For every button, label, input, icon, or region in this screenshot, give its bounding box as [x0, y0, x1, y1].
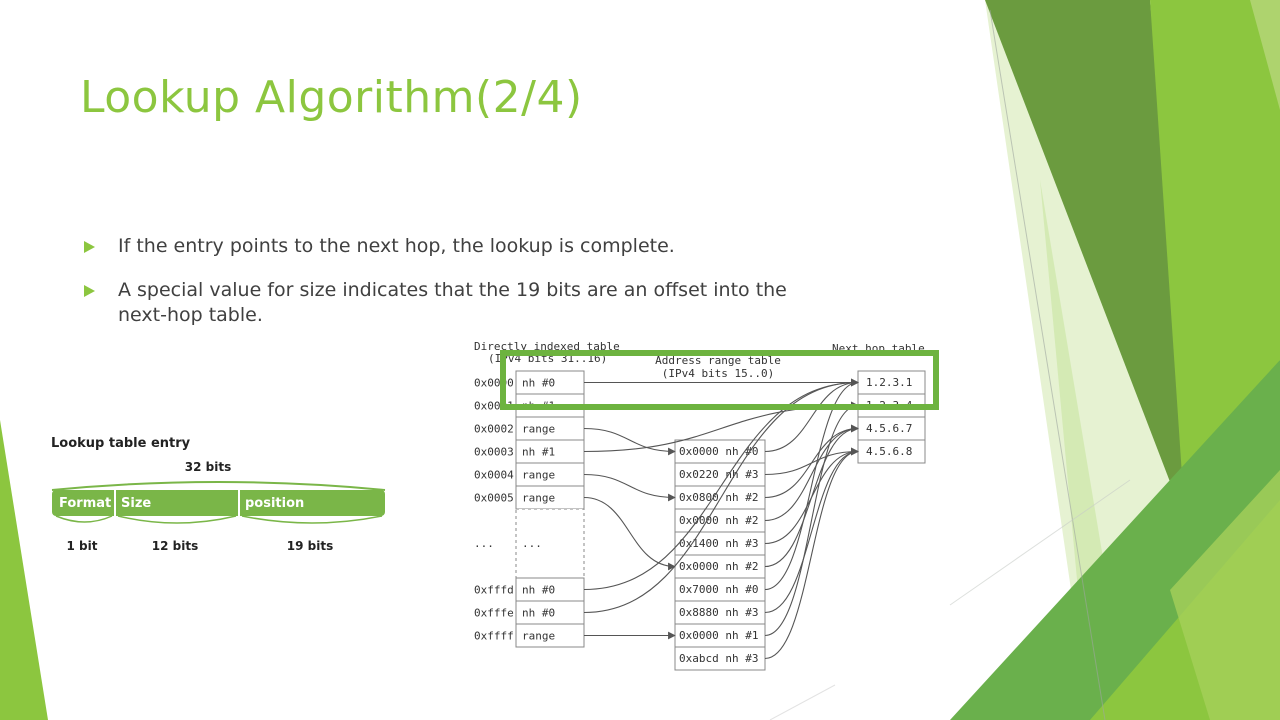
entry-figure-title: Lookup table entry — [51, 436, 191, 451]
entry-field-brace — [117, 515, 237, 524]
direct-table-index: 0x0003 — [474, 446, 514, 459]
range-table-value: 0x0220 nh #3 — [679, 468, 758, 481]
nexthop-table-value: 1.2.3.1 — [866, 376, 912, 389]
right-dark-shape — [985, 0, 1200, 560]
direct-table-value: nh #0 — [522, 607, 555, 620]
direct-table-index: ... — [474, 537, 494, 550]
direct-table-value: range — [522, 423, 555, 436]
direct-table-index: 0x0004 — [474, 469, 514, 482]
pointer-arrow — [764, 447, 859, 660]
bullet-text: A special value for size indicates that … — [118, 279, 787, 326]
entry-field-brace — [241, 515, 383, 524]
range-table-value: 0x7000 nh #0 — [679, 583, 758, 596]
direct-table-value: range — [522, 492, 555, 505]
nexthop-table: 1.2.3.11.2.3.44.5.6.74.5.6.8 — [857, 370, 926, 464]
entry-field-position: position — [245, 496, 304, 511]
range-table-value: 0xabcd nh #3 — [679, 652, 758, 665]
pointer-arrow — [764, 378, 859, 453]
pointer-arrow — [583, 378, 859, 614]
direct-table-value: nh #0 — [522, 584, 555, 597]
entry-field-size: Size — [121, 496, 151, 511]
bullet-item: If the entry points to the next hop, the… — [82, 234, 812, 259]
entry-brace — [51, 481, 386, 491]
pointer-arrow — [583, 427, 676, 456]
left-accent-shape — [0, 420, 48, 720]
range-table-value: 0x1400 nh #3 — [679, 537, 758, 550]
pointer-arrow — [764, 447, 859, 614]
bullet-text: If the entry points to the next hop, the… — [118, 235, 675, 257]
range-table-subtitle: (IPv4 bits 15..0) — [662, 367, 775, 380]
direct-table-index: 0xfffe — [474, 607, 514, 620]
entry-total-bits-label: 32 bits — [185, 460, 231, 474]
direct-table-index: 0x0000 — [474, 377, 514, 390]
range-table-value: 0x0000 nh #0 — [679, 445, 758, 458]
pointer-arrow — [583, 473, 676, 502]
right-corner-shape — [1170, 470, 1280, 720]
nexthop-table-value: 4.5.6.8 — [866, 445, 912, 458]
direct-table-value: range — [522, 630, 555, 643]
deco-line-1 — [989, 9, 1106, 720]
entry-bits-size: 12 bits — [152, 539, 198, 553]
right-top-shape — [1250, 0, 1280, 110]
deco-line-2 — [949, 479, 1131, 606]
entry-field-format: Format — [59, 496, 111, 511]
pointer-arrow — [764, 401, 859, 637]
pointer-arrow — [764, 424, 859, 522]
bullet-item: A special value for size indicates that … — [82, 278, 812, 328]
direct-table-cell — [515, 508, 585, 579]
direct-table-index: 0xfffd — [474, 584, 514, 597]
pointer-arrow — [583, 378, 859, 591]
highlight-box — [500, 350, 939, 410]
direct-table-value: nh #0 — [522, 377, 555, 390]
bullet-list: If the entry points to the next hop, the… — [82, 234, 812, 347]
range-table-value: 0x0000 nh #2 — [679, 514, 758, 527]
pointer-arrow — [583, 496, 676, 571]
range-table-value: 0x0000 nh #1 — [679, 629, 758, 642]
triangle-bullet-icon — [84, 241, 95, 253]
direct-table-index: 0x0002 — [474, 423, 514, 436]
direct-table-title: Directly indexed table — [474, 340, 620, 353]
triangle-bullet-icon — [84, 285, 95, 297]
direct-table-value: range — [522, 469, 555, 482]
range-table-value: 0x0000 nh #2 — [679, 560, 758, 573]
direct-table-value: nh #1 — [522, 446, 555, 459]
entry-bits-position: 19 bits — [287, 539, 333, 553]
deco-line-3 — [769, 684, 836, 720]
entry-field-brace — [55, 515, 113, 523]
entry-bits-format: 1 bit — [67, 539, 98, 553]
direct-table-index: 0x0005 — [474, 492, 514, 505]
nexthop-table-value: 4.5.6.7 — [866, 422, 912, 435]
pointer-arrow — [764, 378, 859, 591]
right-bright-shape — [1150, 0, 1280, 520]
entry-bar — [52, 490, 385, 516]
range-table: 0x0000 nh #0 0x0220 nh #3 0x0800 nh #2 0x00… — [674, 439, 766, 671]
range-table-value: 0x8880 nh #3 — [679, 606, 758, 619]
pointer-arrow — [764, 424, 859, 568]
slide-title: Lookup Algorithm(2/4) — [80, 72, 583, 123]
range-table-value: 0x0800 nh #2 — [679, 491, 758, 504]
range-table-title: Address range table — [655, 354, 781, 367]
direct-table-value: ... — [522, 537, 542, 550]
direct-table-index: 0xffff — [474, 630, 514, 643]
